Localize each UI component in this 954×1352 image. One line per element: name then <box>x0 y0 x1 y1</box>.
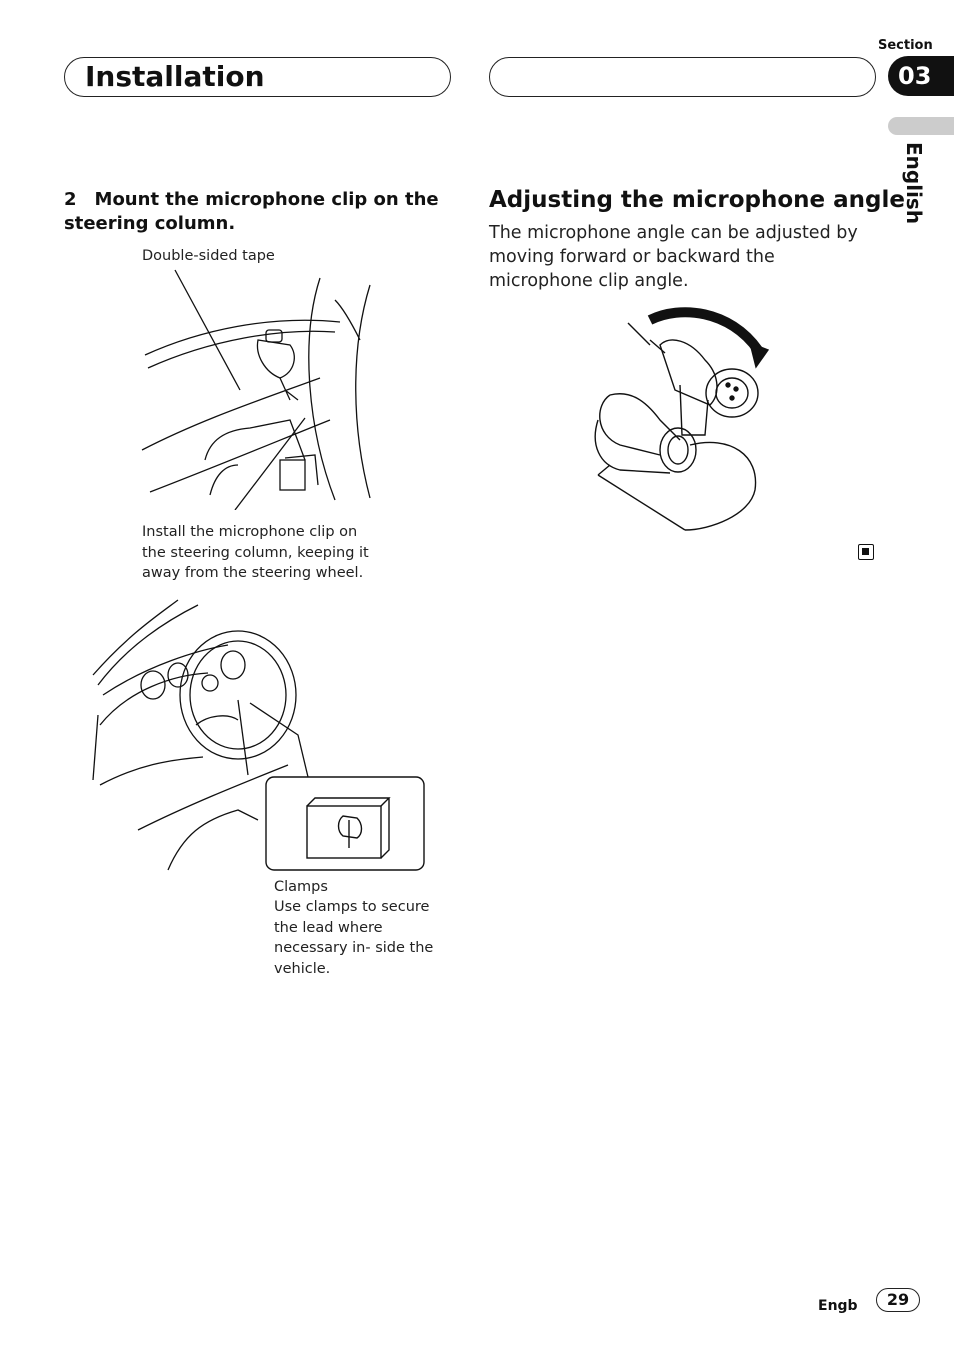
section-number: 03 <box>888 56 954 96</box>
step-number: 2 <box>64 189 77 210</box>
page-number: 29 <box>876 1288 920 1312</box>
language-tab: English <box>902 142 926 225</box>
header-frame-right <box>489 57 876 97</box>
body-paragraph: The microphone angle can be adjusted by … <box>489 223 858 291</box>
caption-clamps-body: Use clamps to secure the lead where nece… <box>274 899 434 977</box>
footer-language-code: Engb <box>818 1298 858 1314</box>
title-frame <box>64 57 451 97</box>
section-label: Section <box>878 38 933 53</box>
page-title: Installation <box>85 60 265 93</box>
microphone-clip-illustration <box>594 307 770 531</box>
dashboard-clamps-illustration <box>92 599 309 871</box>
caption-double-sided-tape: Double-sided tape <box>142 248 275 264</box>
caption-clamps-title: Clamps <box>274 879 328 895</box>
caption-install-clip: Install the microphone clip on the steer… <box>142 524 369 581</box>
step-text: Mount the microphone clip on the steerin… <box>64 189 439 234</box>
section-heading: Adjusting the microphone angle <box>489 187 905 213</box>
steering-column-illustration <box>141 269 371 510</box>
end-of-section-mark <box>858 544 874 560</box>
clamp-inset <box>265 776 425 871</box>
language-tab-marker <box>888 117 954 135</box>
